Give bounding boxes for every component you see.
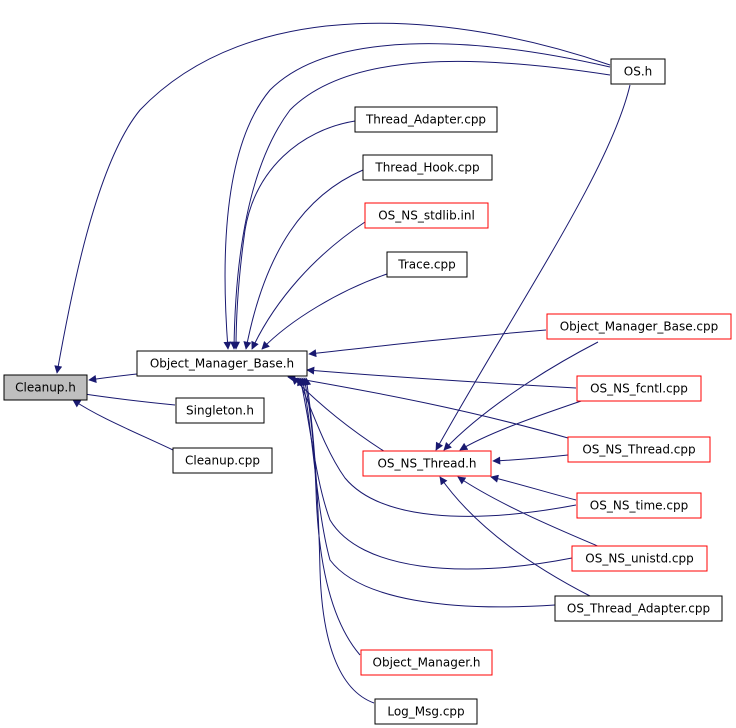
node-label: Cleanup.h: [15, 381, 76, 395]
node-os-thread-adapter-cpp[interactable]: OS_Thread_Adapter.cpp: [554, 595, 723, 622]
node-label: Thread_Hook.cpp: [374, 161, 479, 175]
edge-time-cpp-to-os-ns-thread-h: [490, 474, 577, 501]
node-label: OS_NS_time.cpp: [590, 499, 688, 513]
node-object-manager-base-h[interactable]: Object_Manager_Base.h: [136, 350, 308, 377]
edge-fcntl-to-os-ns-thread-h: [459, 397, 591, 451]
node-object-manager-base-cpp[interactable]: Object_Manager_Base.cpp: [546, 313, 732, 340]
edge-thread-cpp-to-os-ns-thread-h: [492, 454, 569, 465]
node-os-ns-thread-cpp[interactable]: OS_NS_Thread.cpp: [567, 436, 711, 463]
edge-fcntl-to-omb-h: [306, 366, 577, 389]
node-os-ns-fcntl-cpp[interactable]: OS_NS_fcntl.cpp: [576, 375, 702, 402]
node-label: Thread_Adapter.cpp: [365, 113, 486, 127]
node-trace-cpp[interactable]: Trace.cpp: [386, 251, 468, 278]
node-label: Trace.cpp: [397, 258, 455, 272]
node-thread-hook-cpp[interactable]: Thread_Hook.cpp: [362, 154, 493, 181]
edge-object-manager-h-to-omb-h: [301, 377, 361, 656]
edge-trace-cpp-to-omb-h: [261, 273, 388, 350]
node-label: OS_NS_stdlib.inl: [378, 209, 475, 223]
edge-thread-adapter-to-omb-h: [232, 120, 356, 350]
node-label: Singleton.h: [186, 404, 254, 418]
edge-singleton-h-to-cleanup-h: [77, 390, 176, 406]
node-label: Log_Msg.cpp: [387, 705, 464, 719]
edge-stdlib-inl-to-omb-h: [251, 221, 366, 350]
node-label: Object_Manager.h: [373, 656, 481, 670]
node-label: Object_Manager_Base.cpp: [560, 320, 719, 334]
node-os-h[interactable]: OS.h: [610, 58, 666, 85]
node-label: OS_Thread_Adapter.cpp: [567, 602, 710, 616]
node-label: OS_NS_Thread.h: [377, 457, 476, 471]
node-os-ns-time-cpp[interactable]: OS_NS_time.cpp: [576, 492, 702, 519]
edge-thread-hook-to-omb-h: [243, 169, 364, 350]
nodes: Cleanup.h Object_Manager_Base.h Singleto…: [3, 58, 732, 725]
node-label: OS_NS_fcntl.cpp: [590, 382, 688, 396]
node-os-ns-unistd-cpp[interactable]: OS_NS_unistd.cpp: [571, 545, 708, 572]
node-label: Cleanup.cpp: [185, 454, 260, 468]
edge-osh-to-os-ns-thread-h: [435, 84, 631, 451]
edge-omb-cpp-to-omb-h: [308, 329, 547, 358]
node-cleanup-cpp[interactable]: Cleanup.cpp: [172, 447, 273, 474]
edge-unistd-to-os-ns-thread-h: [457, 476, 601, 548]
edge-omb-cpp-to-os-ns-thread-h: [443, 341, 599, 451]
edge-cleanup-cpp-to-cleanup-h: [72, 399, 174, 451]
edge-omb-h-to-cleanup-h: [88, 373, 138, 383]
node-os-ns-stdlib-inl[interactable]: OS_NS_stdlib.inl: [364, 202, 489, 229]
edge-osh-to-omb-h-b: [230, 60, 611, 350]
node-cleanup-h[interactable]: Cleanup.h: [3, 374, 88, 401]
node-label: OS_NS_Thread.cpp: [582, 443, 695, 457]
node-label: Object_Manager_Base.h: [150, 357, 294, 371]
edge-os-ns-thread-h-to-omb-h: [291, 376, 391, 456]
node-object-manager-h[interactable]: Object_Manager.h: [360, 649, 493, 676]
edge-os-thread-adapter-to-os-ns-thread-h: [439, 476, 591, 597]
node-os-ns-thread-h[interactable]: OS_NS_Thread.h: [362, 450, 492, 477]
node-label: OS.h: [624, 65, 652, 79]
edges: [54, 22, 631, 704]
node-singleton-h[interactable]: Singleton.h: [175, 397, 265, 424]
edge-osh-to-omb-h-a: [223, 43, 611, 350]
node-label: OS_NS_unistd.cpp: [585, 552, 693, 566]
edge-oshh-to-cleanup-h: [54, 22, 611, 374]
edge-log-msg-to-omb-h: [303, 377, 375, 704]
node-log-msg-cpp[interactable]: Log_Msg.cpp: [374, 698, 478, 725]
edge-thread-cpp-to-omb-h: [287, 374, 569, 439]
edge-os-thread-adapter-to-omb-h: [299, 377, 556, 608]
node-thread-adapter-cpp[interactable]: Thread_Adapter.cpp: [354, 106, 498, 133]
edge-time-cpp-to-omb-h: [297, 377, 577, 517]
